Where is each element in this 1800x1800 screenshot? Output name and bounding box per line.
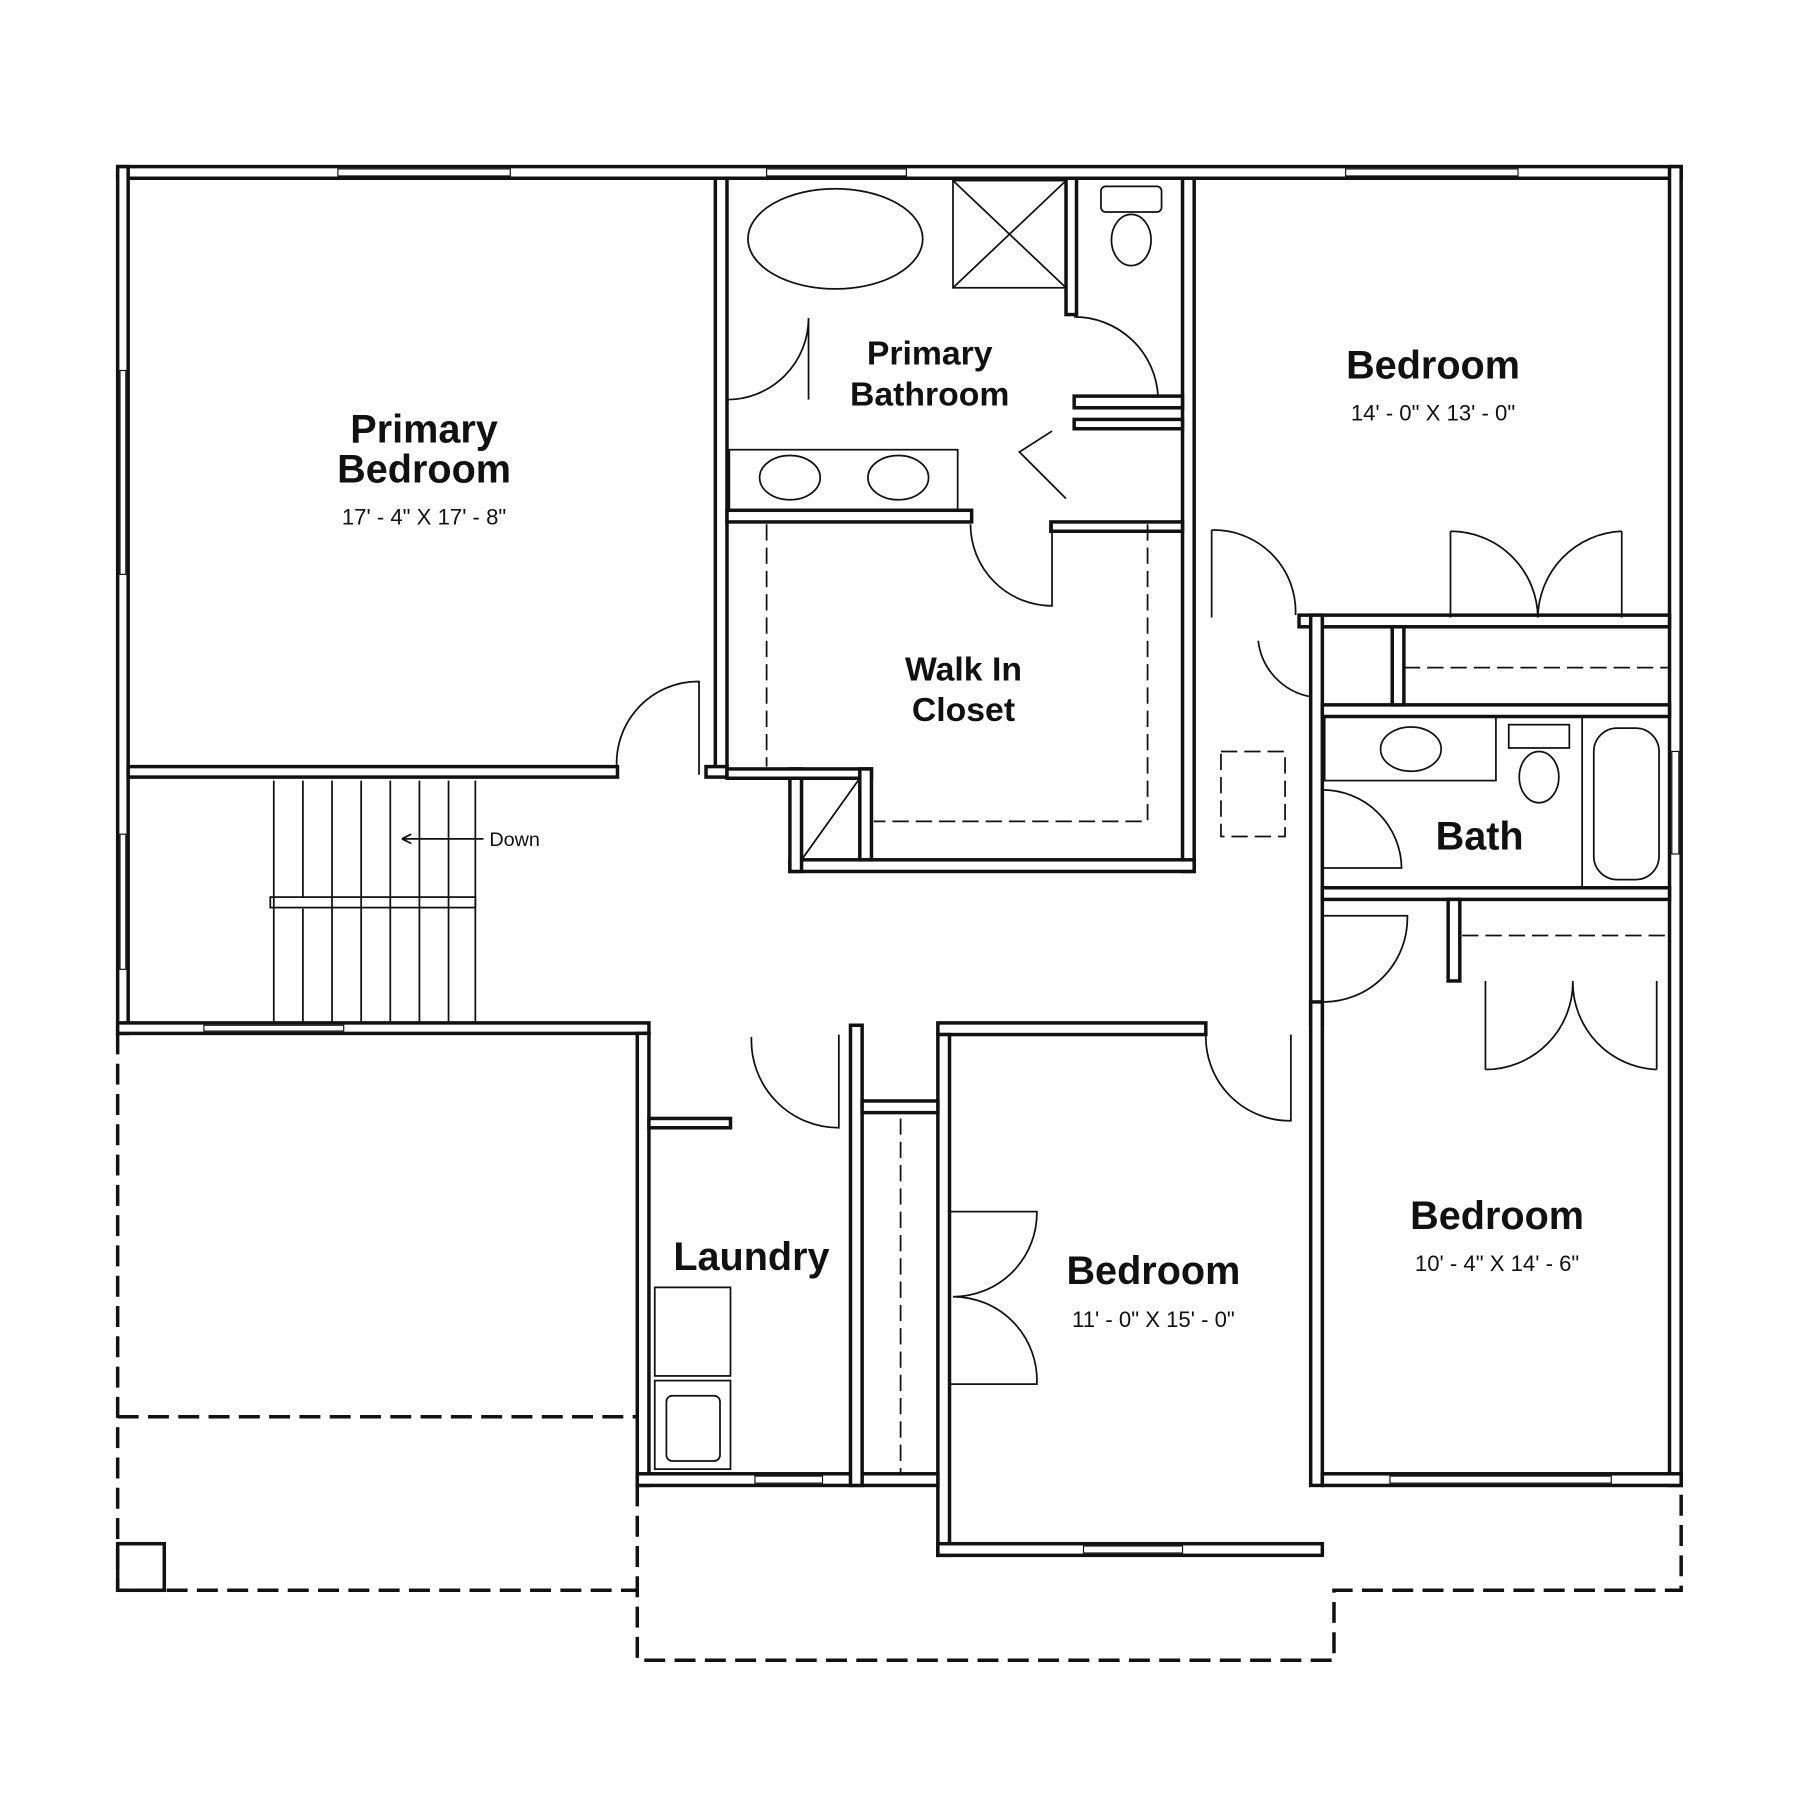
primary-bathroom-label-2: Bathroom [850, 375, 1009, 413]
bedroom-se-label: Bedroom [1410, 1194, 1584, 1238]
primary-bedroom-dimensions: 17' - 4" X 17' - 8" [342, 504, 506, 529]
windows [119, 168, 1680, 1554]
toilet-icon [1110, 213, 1152, 267]
bedroom-ne-label: Bedroom [1346, 344, 1520, 388]
stairs-down-label: Down [489, 829, 540, 851]
dryer-icon [653, 1379, 732, 1470]
bedroom-se-dimensions: 10' - 4" X 14' - 6" [1415, 1251, 1579, 1276]
shower-icon [952, 179, 1067, 289]
primary-bedroom-label: Primary [350, 408, 498, 452]
walls [115, 164, 1683, 1558]
sink-icon [758, 454, 822, 501]
bedroom-s-label: Bedroom [1066, 1249, 1240, 1293]
garage-outline [115, 1033, 1683, 1662]
sink-icon [867, 454, 930, 501]
laundry-label: Laundry [673, 1235, 829, 1279]
tub-icon [1592, 727, 1660, 881]
washer-icon [653, 1286, 732, 1377]
sink-icon [1379, 726, 1443, 773]
doors [615, 316, 1658, 1385]
walk-in-closet-label-2: Closet [912, 691, 1015, 729]
toilet-tank-icon [1100, 185, 1163, 213]
bathtub-icon [747, 187, 924, 290]
bath-label: Bath [1436, 814, 1524, 858]
arrow-left-icon [401, 833, 484, 845]
primary-bathroom-label: Primary [867, 335, 993, 373]
bedroom-s-dimensions: 11' - 0" X 15' - 0" [1072, 1307, 1235, 1332]
fixtures [653, 179, 1671, 1474]
toilet-icon [1518, 750, 1560, 804]
walk-in-closet-label: Walk In [905, 650, 1022, 688]
bedroom-ne-dimensions: 14' - 0" X 13' - 0" [1351, 401, 1515, 426]
primary-bedroom-label-2: Bedroom [337, 447, 511, 491]
staircase: Down [269, 780, 540, 1023]
